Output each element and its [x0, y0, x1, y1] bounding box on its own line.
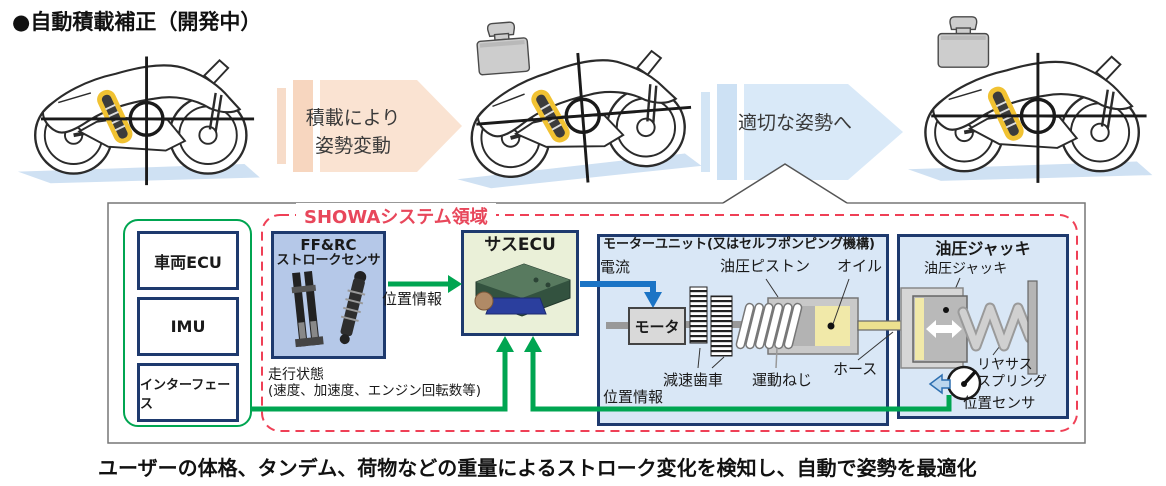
hydraulic-piston-label: 油圧ピストン — [720, 257, 811, 275]
driving-state-label2: (速度、加速度、エンジン回転数等) — [268, 383, 482, 399]
motor-unit-title: モーターユニット(又はセルフポンピング機構) — [603, 237, 875, 252]
caption: ユーザーの体格、タンデム、荷物などの重量によるストローク変化を検知し、自動で姿勢… — [98, 456, 977, 480]
interface-box: インターフェース — [137, 363, 239, 422]
rear-spring-label1: リヤサス — [977, 357, 1033, 373]
hydraulic-jack-title: 油圧ジャッキ — [935, 239, 1031, 258]
rear-spring-label2: スプリング — [977, 374, 1047, 390]
page-title: ●自動積載補正（開発中） — [12, 10, 262, 34]
correct-posture-arrow — [701, 84, 903, 180]
imu-box: IMU — [137, 297, 239, 356]
reduction-gear-label: 減速歯車 — [663, 371, 724, 389]
hose-label: ホース — [833, 360, 878, 378]
motorcycle-loaded-squat — [445, 20, 702, 193]
vehicle-ecu-box: 車両ECU — [137, 231, 239, 290]
motorcycle-corrected — [908, 16, 1152, 183]
stroke-sensor-label2: ストロークセンサ — [276, 253, 381, 268]
load-change-arrow — [277, 80, 462, 172]
sus-ecu-label: サスECU — [484, 235, 556, 255]
position-info-label: 位置情報 — [382, 290, 443, 308]
driving-state-label1: 走行状態 — [268, 367, 324, 383]
stroke-sensor-label1: FF&RC — [300, 236, 357, 254]
showa-area-label: SHOWAシステム領域 — [296, 203, 496, 229]
current-label: 電流 — [600, 258, 631, 276]
motorcycle-unloaded — [18, 56, 260, 185]
oil-label: オイル — [837, 257, 883, 275]
position-sensor-label: 位置センサ — [963, 396, 1036, 412]
position-feedback-label: 位置情報 — [603, 388, 664, 406]
stroke-sensor-box — [271, 231, 386, 359]
arrow2-label: 適切な姿勢へ — [738, 112, 853, 134]
motor-box: モータ — [628, 307, 686, 345]
showa-area-border — [261, 214, 1078, 432]
motion-screw-label: 運動ねじ — [752, 371, 813, 389]
callout-triangle — [722, 163, 848, 204]
arrow1-label-line2: 姿勢変動 — [314, 135, 391, 157]
jack-inner-label: 油圧ジャッキ — [924, 261, 1008, 277]
arrow1-label-line1: 積載により — [305, 107, 401, 129]
